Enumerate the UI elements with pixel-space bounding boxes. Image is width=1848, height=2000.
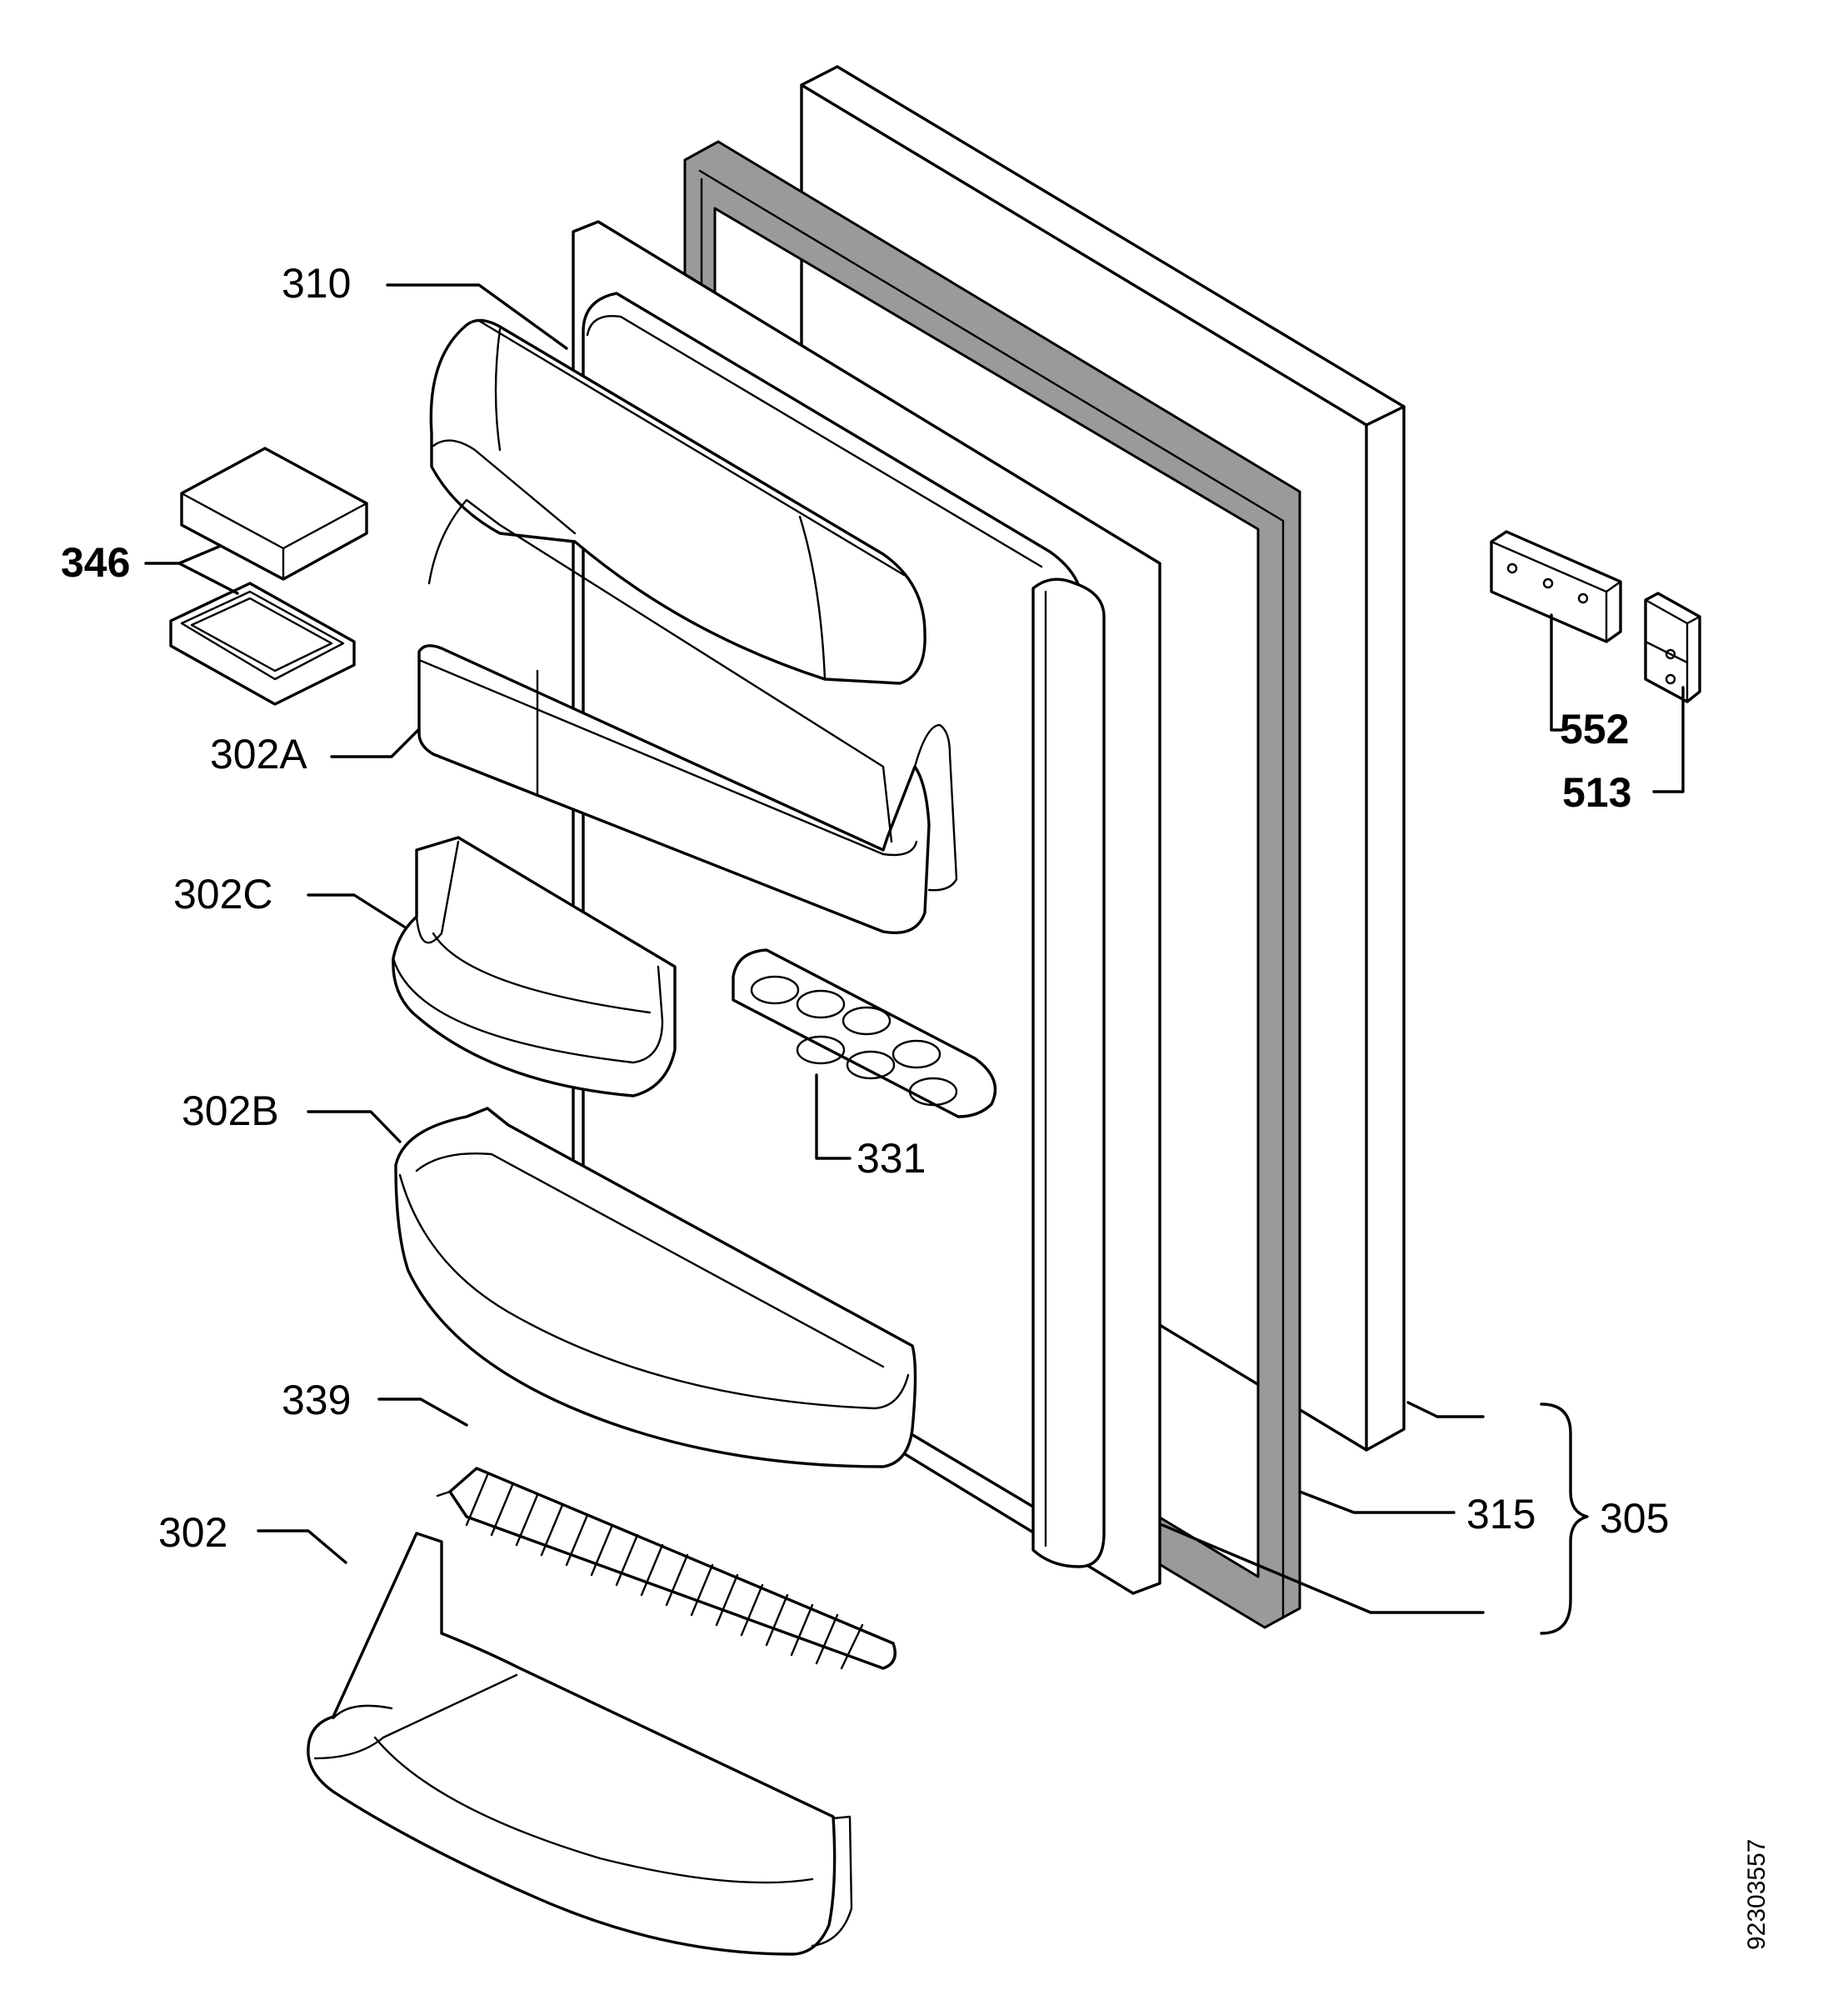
leader-305-bottom [1161,1523,1485,1614]
leader-305-top [1406,1401,1485,1418]
hinge-513 [1644,592,1701,703]
bottle-rack-339 [436,1467,897,1670]
label-339: 339 [282,1377,351,1423]
leader-552 [1550,613,1564,732]
label-315: 315 [1466,1491,1536,1538]
egg-tray-331 [732,948,997,1118]
label-302c: 302C [173,871,273,918]
label-513: 513 [1562,769,1631,816]
label-331: 331 [857,1135,926,1182]
hinge-552 [1490,530,1622,643]
leader-302 [257,1529,347,1564]
leader-346 [144,544,222,565]
brace-305 [1540,1402,1589,1635]
leader-310 [386,283,568,350]
label-305: 305 [1600,1495,1669,1542]
label-302b: 302B [182,1088,279,1134]
shelf-302 [307,1532,853,1956]
drawing-code: 92303557 [1743,1839,1771,1950]
leader-331 [815,1073,852,1160]
shelf-302b [394,1107,917,1468]
label-302: 302 [158,1509,227,1556]
label-302a: 302A [210,731,307,778]
leader-lines [144,283,1685,1635]
box-346 [169,447,368,706]
label-346: 346 [61,539,130,586]
part-labels: 310 346 302A 302C 302B 331 339 302 315 3… [61,260,1771,1950]
shelf-302c [392,836,677,1098]
leader-513 [1652,686,1685,793]
shelf-302a [417,498,958,934]
leader-339 [377,1398,468,1427]
shelf-310 [429,318,926,685]
leader-346b [177,562,239,595]
label-310: 310 [282,260,351,307]
leader-302c [307,893,406,928]
label-552: 552 [1560,706,1629,752]
leader-302a [330,728,420,758]
leader-302b [307,1110,402,1143]
leader-315 [1298,1490,1456,1514]
